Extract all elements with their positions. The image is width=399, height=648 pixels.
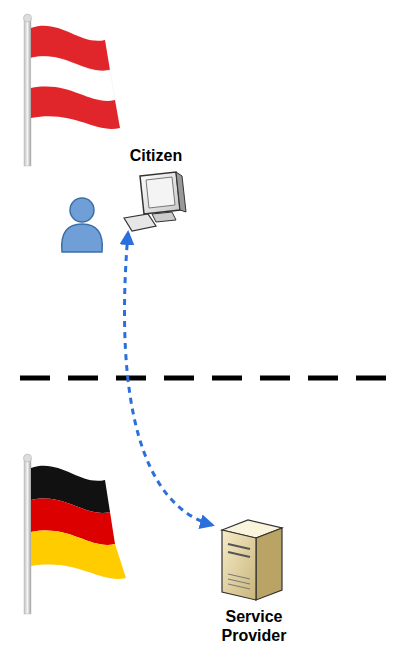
node-group: Citizen — [120, 146, 192, 233]
austria-flag — [24, 14, 121, 166]
node-label: Citizen — [120, 146, 192, 165]
dashed-connector — [125, 233, 213, 525]
server-icon — [222, 520, 282, 600]
germany-flag — [24, 454, 127, 614]
border-line — [20, 376, 399, 381]
node-label: Service Provider — [212, 607, 296, 645]
computer-icon — [124, 172, 186, 231]
node-group: Service Provider — [212, 510, 296, 645]
person-icon — [62, 198, 103, 252]
